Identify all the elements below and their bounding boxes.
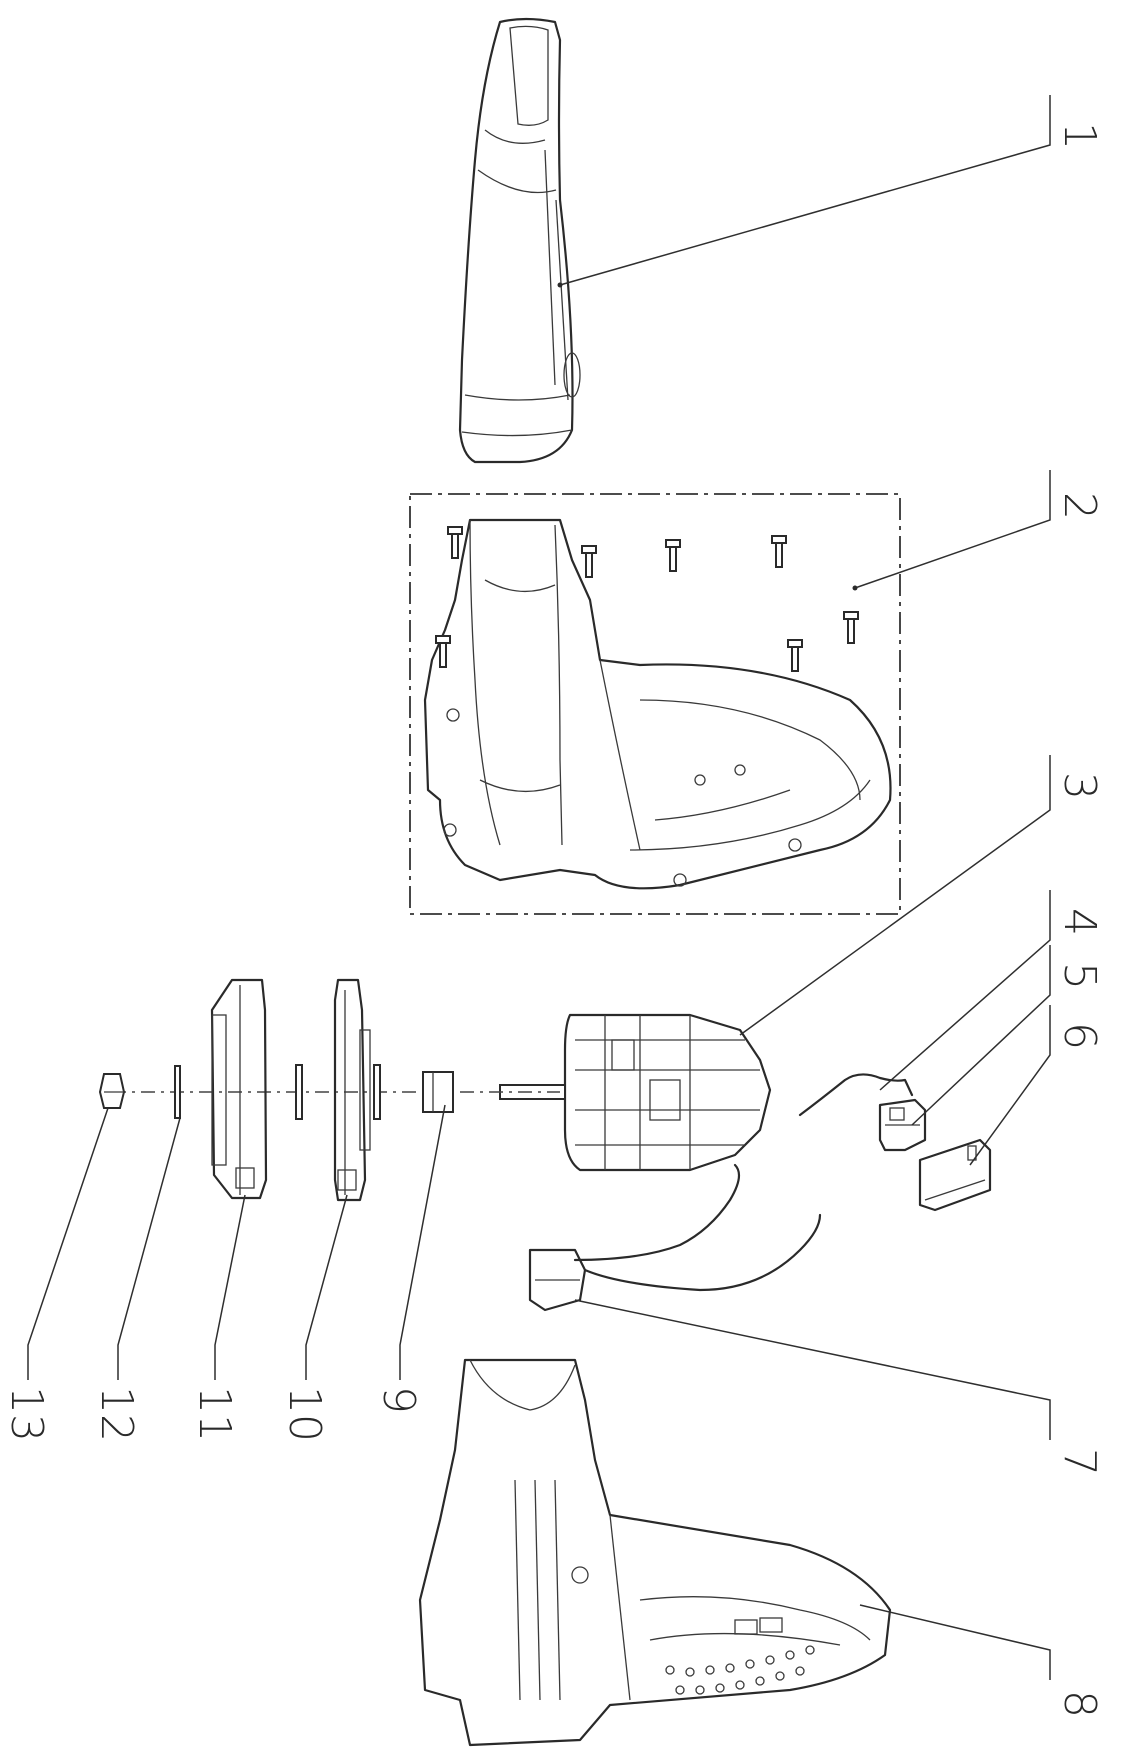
part-5-switch (878, 1098, 927, 1152)
callout-5: 5 (1054, 962, 1105, 990)
callout-7: 7 (1054, 1448, 1105, 1476)
leader-lines (27, 95, 1051, 1680)
part-7-connector (528, 1163, 822, 1312)
part-3-motor (499, 1013, 772, 1172)
callout-8: 8 (1054, 1690, 1105, 1718)
part-2-group-frame (409, 493, 901, 915)
part-11-fan (210, 978, 268, 1200)
washers (295, 1064, 381, 1120)
part-4-wire (798, 1073, 914, 1117)
part-2-housing-half (423, 518, 892, 890)
callout-4: 4 (1054, 908, 1105, 936)
callout-1: 1 (1054, 122, 1105, 150)
part-12-washer (174, 1065, 181, 1119)
callout-9: 9 (373, 1386, 424, 1414)
callout-10: 10 (279, 1386, 330, 1442)
part-6-switch-cover (918, 1138, 992, 1212)
part-10-fan (333, 978, 371, 1202)
part-1-nozzle (458, 17, 581, 464)
callout-12: 12 (91, 1386, 142, 1442)
callout-13: 13 (1, 1386, 52, 1442)
part-13-nut (98, 1073, 126, 1109)
callout-6: 6 (1054, 1022, 1105, 1050)
callout-labels: 1 2 3 4 5 6 7 8 9 10 11 12 13 (1, 122, 1105, 1718)
part-9-bushing (422, 1071, 454, 1113)
part-8-lower-housing (418, 1358, 892, 1747)
callout-2: 2 (1054, 492, 1105, 520)
callout-3: 3 (1054, 772, 1105, 800)
callout-11: 11 (189, 1386, 240, 1442)
part-2-screws (435, 526, 859, 672)
